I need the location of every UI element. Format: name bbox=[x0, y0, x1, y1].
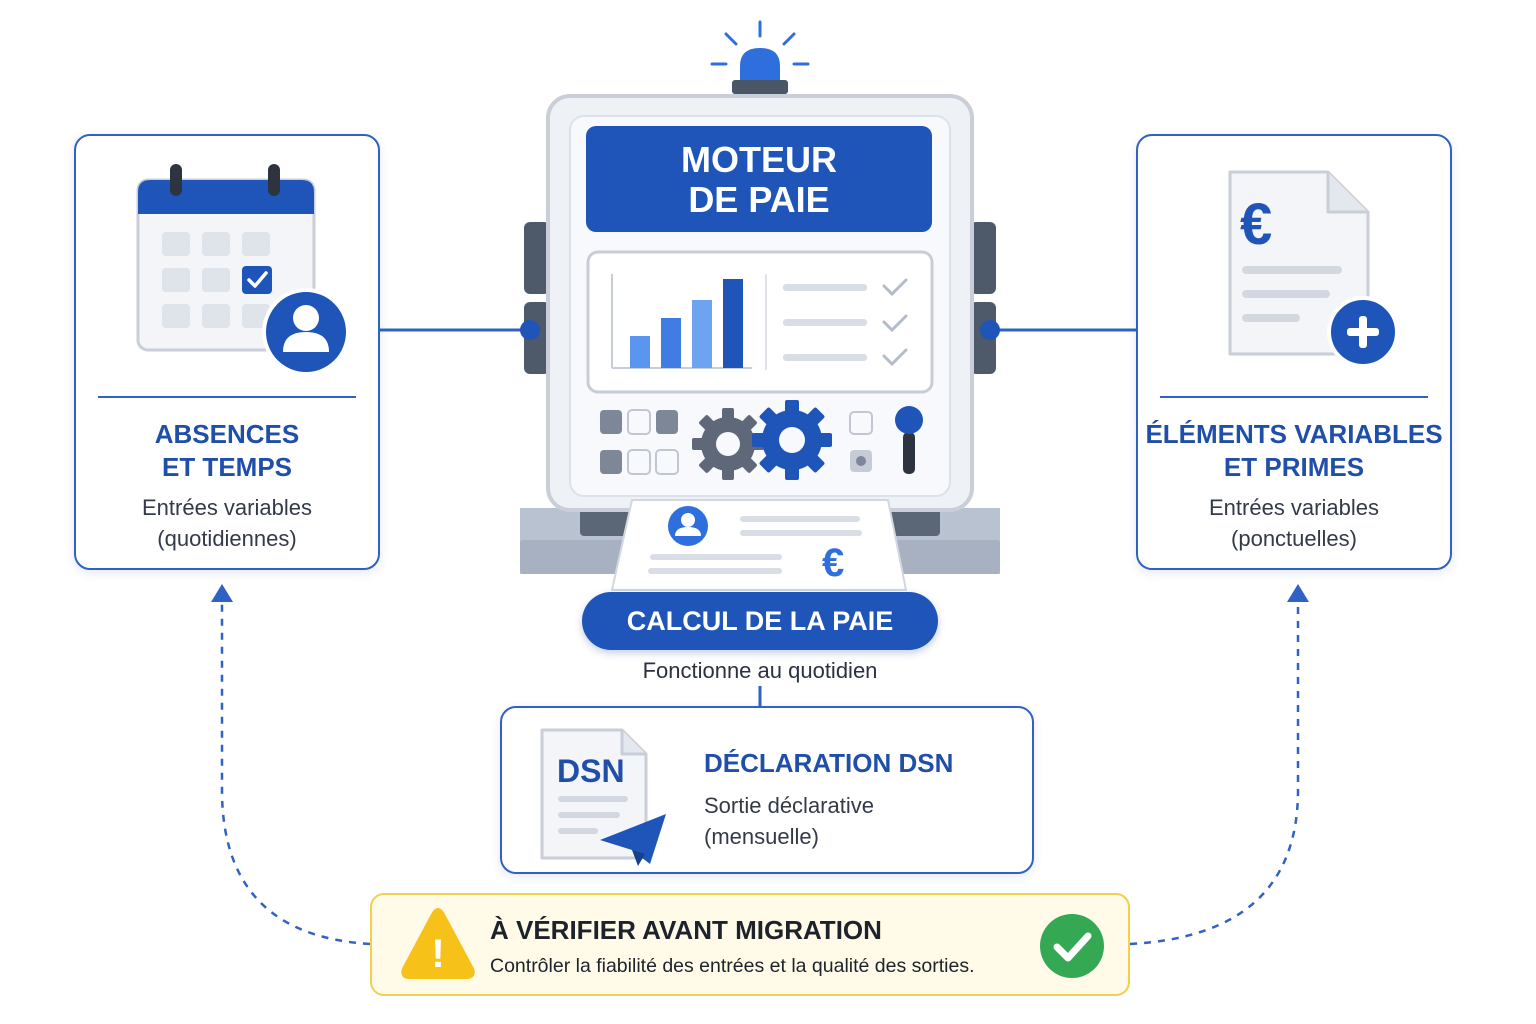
arrow-head-left bbox=[211, 584, 233, 602]
variable-elements-subtitle: Entrées variables (ponctuelles) bbox=[1209, 495, 1379, 551]
gear-icon bbox=[692, 400, 832, 480]
dsn-subtitle: Sortie déclarative (mensuelle) bbox=[704, 793, 874, 849]
document-euro-icon: € bbox=[1228, 170, 1399, 368]
alarm-light-icon bbox=[710, 20, 810, 94]
dashed-arrow-right bbox=[1129, 604, 1300, 946]
warning-icon: ! bbox=[401, 908, 475, 979]
absences-subtitle: Entrées variables (quotidiennes) bbox=[142, 495, 312, 551]
calc-subtitle: Fonctionne au quotidien bbox=[642, 658, 878, 683]
dsn-title: DÉCLARATION DSN bbox=[704, 748, 954, 778]
absences-title: ABSENCES ET TEMPS bbox=[154, 419, 300, 482]
arrow-head-right bbox=[1287, 584, 1309, 602]
check-circle-icon bbox=[1040, 914, 1104, 978]
calendar-icon bbox=[136, 164, 350, 376]
warning-glyph: ! bbox=[431, 932, 444, 976]
dsn-card: DSN DÉCLARATION DSN Sortie déclarative (… bbox=[500, 706, 1034, 874]
dashed-arrow-left bbox=[220, 604, 371, 946]
warning-icons: ! bbox=[401, 908, 1104, 979]
calc-label: CALCUL DE LA PAIE bbox=[582, 592, 938, 650]
euro-symbol: € bbox=[1240, 192, 1272, 257]
dsn-document-icon: DSN bbox=[540, 728, 666, 866]
card-divider bbox=[1160, 396, 1428, 398]
warning-title: À VÉRIFIER AVANT MIGRATION bbox=[490, 915, 882, 945]
card-divider bbox=[98, 396, 356, 398]
payslip-euro: € bbox=[822, 541, 844, 585]
paper-plane-icon bbox=[600, 814, 666, 866]
migration-warning: ! À VÉRIFIER AVANT MIGRATION Contrôler l… bbox=[370, 893, 1130, 996]
warning-subtitle: Contrôler la fiabilité des entrées et la… bbox=[490, 955, 975, 977]
variable-elements-title: ÉLÉMENTS VARIABLES ET PRIMES bbox=[1145, 419, 1443, 482]
payslip-icon: € bbox=[610, 499, 908, 591]
machine-title: MOTEUR DE PAIE bbox=[586, 126, 932, 232]
absences-card: ABSENCES ET TEMPS Entrées variables (quo… bbox=[74, 134, 380, 570]
dsn-doc-label: DSN bbox=[557, 753, 625, 789]
bar-chart-icon bbox=[586, 250, 934, 394]
variable-elements-card: € ÉLÉMENTS VARIABLES ET PRIMES Entrées v… bbox=[1136, 134, 1452, 570]
